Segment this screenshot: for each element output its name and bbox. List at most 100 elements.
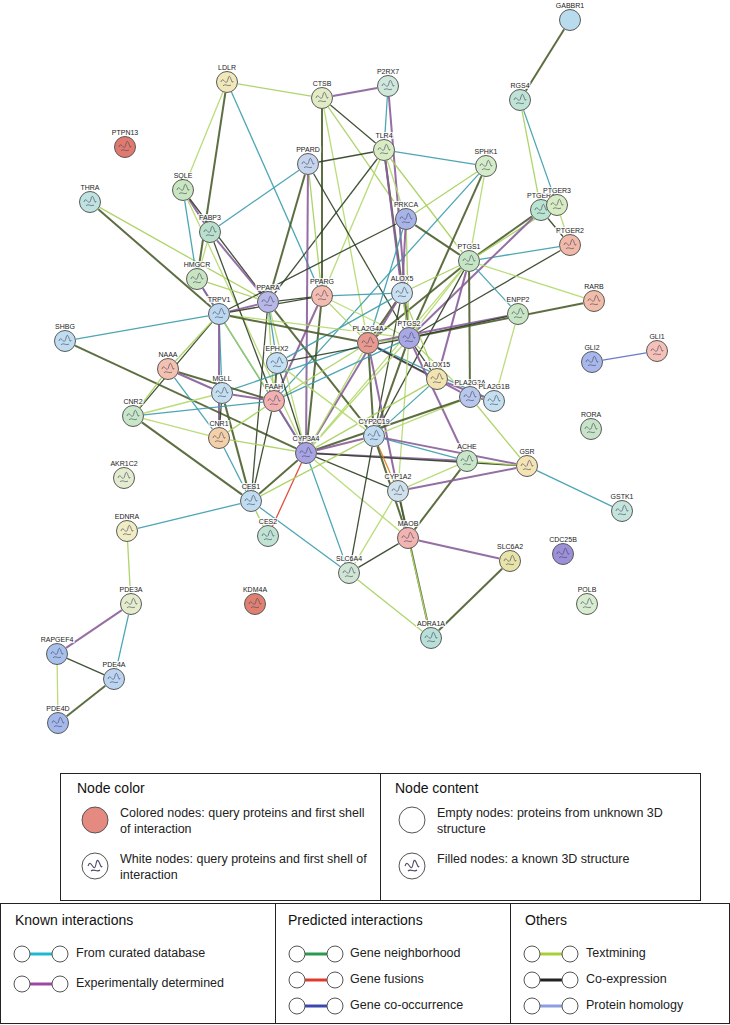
protein-label: GABBR1 <box>555 2 585 9</box>
protein-node: ENPP2 <box>507 303 529 325</box>
structure-icon <box>388 481 408 501</box>
interaction-line <box>187 92 223 180</box>
interaction-line <box>314 460 399 531</box>
structure-icon <box>582 352 602 372</box>
legend-node-sample <box>327 946 343 962</box>
legend-node-sample <box>82 853 108 879</box>
legend-heading: Others <box>525 912 567 928</box>
protein-label: FAAH <box>264 383 284 390</box>
structure-icon <box>510 90 530 110</box>
legend-line-sample <box>540 1005 562 1008</box>
interaction-line <box>199 93 226 268</box>
legend-node-sample <box>327 972 343 988</box>
interaction-line <box>229 224 396 309</box>
legend-node-sample <box>524 972 540 988</box>
interaction-line <box>415 470 461 530</box>
protein-node: CNR1 <box>208 427 230 449</box>
interaction-line <box>231 92 317 286</box>
protein-node: PTGER2 <box>559 234 581 256</box>
interaction-line <box>138 504 241 529</box>
interaction-line <box>175 322 211 361</box>
interaction-line <box>330 105 375 143</box>
interaction-line <box>316 384 428 447</box>
interaction-line <box>232 347 357 390</box>
legend-text: Experimentally determined <box>76 976 271 992</box>
protein-node: PDE4A <box>103 668 125 690</box>
legend-line-sample <box>305 1005 327 1008</box>
interaction-line <box>439 569 502 631</box>
protein-node: MAOB <box>397 527 419 549</box>
protein-label: CYP2C19 <box>357 418 390 425</box>
structure-icon <box>312 286 332 306</box>
interaction-line <box>228 407 265 432</box>
legend-node-sample <box>82 807 108 833</box>
protein-label: RARB <box>583 283 604 290</box>
interaction-line <box>385 438 516 464</box>
protein-label: PLA2G1B <box>477 383 510 390</box>
structure-icon <box>547 195 567 215</box>
structure-icon <box>158 359 178 379</box>
interaction-line <box>261 441 365 496</box>
protein-node: FAAH <box>263 390 285 412</box>
protein-label: EDNRA <box>114 513 141 520</box>
protein-node: PDE4D <box>47 712 69 734</box>
interaction-line <box>67 686 106 716</box>
protein-node: CYP1A2 <box>387 480 409 502</box>
interaction-line <box>219 170 299 225</box>
protein-node: PLA2G4A <box>357 332 379 354</box>
legend-line-sample <box>30 983 52 986</box>
protein-label: PPARD <box>295 146 321 153</box>
protein-node: CES1 <box>240 490 262 512</box>
interaction-line <box>526 29 564 90</box>
legend-node-sample <box>399 853 425 879</box>
interaction-line <box>395 152 475 165</box>
legend-text: Empty nodes: proteins from unknown 3D st… <box>437 806 692 837</box>
protein-node: EPHX2 <box>266 352 288 374</box>
protein-node: PTGS2 <box>398 327 420 349</box>
protein-label: CES1 <box>241 483 261 490</box>
interaction-line <box>412 266 459 289</box>
structure-icon <box>508 304 528 324</box>
protein-label: P2RX7 <box>376 68 400 75</box>
structure-icon <box>647 341 667 361</box>
legend-line-sample <box>540 953 562 956</box>
structure-icon <box>396 209 416 229</box>
protein-label: AKR1C2 <box>109 460 138 467</box>
interaction-line <box>321 109 323 285</box>
legend-node-sample <box>52 976 68 992</box>
protein-node: GSTK1 <box>611 500 633 522</box>
legend-node-sample <box>562 972 578 988</box>
interaction-line <box>287 298 393 357</box>
interaction-line <box>522 111 539 199</box>
protein-label: ALOX15 <box>423 361 451 368</box>
structure-icon <box>121 594 141 614</box>
protein-node: RORA <box>580 418 602 440</box>
structure-icon <box>80 192 100 212</box>
protein-label: HMGCR <box>183 261 211 268</box>
protein-label: THRA <box>79 184 100 191</box>
protein-label: RORA <box>580 411 602 418</box>
legend-text: Gene fusions <box>350 972 505 988</box>
protein-label: PPARA <box>255 284 280 291</box>
protein-node: CES2 <box>257 525 279 547</box>
protein-node: NAAA <box>157 358 179 380</box>
protein-label: PDE3A <box>119 586 144 593</box>
protein-label: ACHE <box>456 443 477 450</box>
protein-label: SLC6A4 <box>335 555 363 562</box>
structure-icon <box>298 154 318 174</box>
legend-text: Colored nodes: query proteins and first … <box>120 806 370 837</box>
structure-icon <box>48 713 68 733</box>
protein-label: ENPP2 <box>506 296 531 303</box>
legend-heading: Node color <box>77 780 145 796</box>
structure-icon <box>212 383 232 403</box>
interaction-line <box>178 373 212 388</box>
interaction-line <box>230 440 295 451</box>
interaction-line <box>185 201 196 268</box>
protein-node: PPARD <box>297 153 319 175</box>
interaction-line <box>478 216 532 254</box>
interaction-line <box>233 395 263 400</box>
interaction-line <box>537 471 612 507</box>
structure-icon <box>553 544 573 564</box>
interaction-line <box>140 322 212 407</box>
structure-icon <box>115 137 135 157</box>
